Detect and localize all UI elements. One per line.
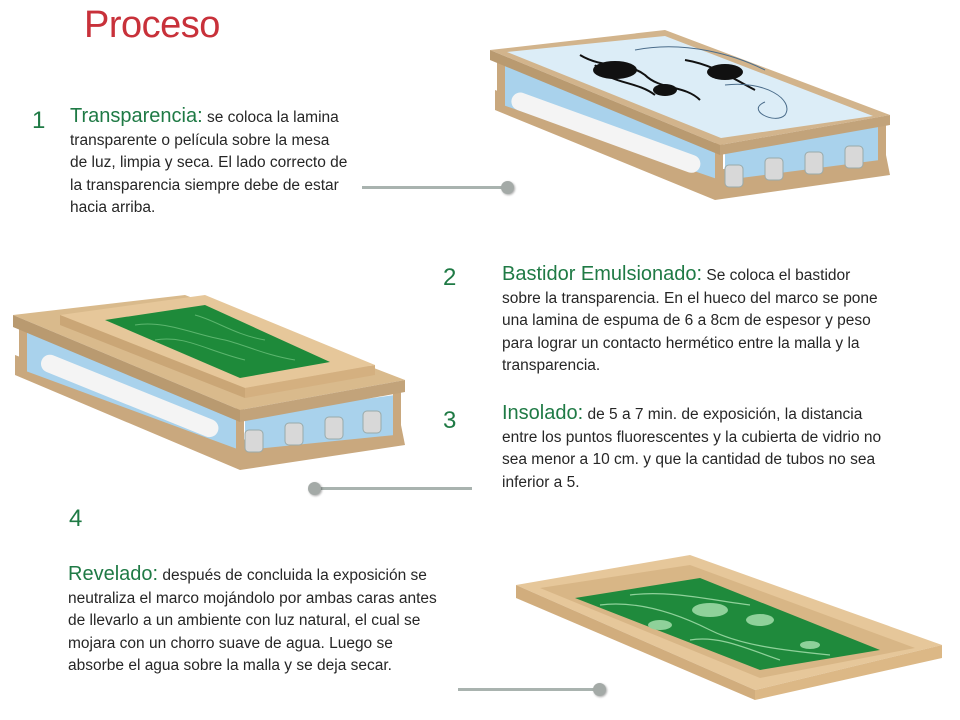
step-3-text: Insolado: de 5 a 7 min. de exposición, l… [502, 402, 892, 494]
step-1-connector-dot [501, 181, 514, 194]
revealed-screen-frame-illustration [516, 555, 942, 700]
light-table-transparency-illustration [490, 30, 890, 200]
step-2-heading: Bastidor Emulsionado: [502, 263, 703, 285]
step-3-body: de 5 a 7 min. de exposición, la distanci… [502, 406, 882, 491]
step-1-heading: Transparencia: [70, 105, 203, 127]
step-3-connector-dot [308, 482, 321, 495]
step-3-connector-line [315, 487, 472, 490]
step-3-heading: Insolado: [502, 402, 584, 424]
step-2-text: Bastidor Emulsionado: Se coloca el basti… [502, 263, 892, 378]
step-1-body: se coloca la lamina transparente o pelíc… [70, 109, 348, 216]
page-title: Proceso [84, 4, 220, 46]
step-4-connector-dot [593, 683, 606, 696]
step-3-number: 3 [443, 407, 457, 434]
step-4-number: 4 [69, 505, 83, 532]
step-4-connector-line [458, 688, 600, 691]
step-1-number: 1 [32, 107, 46, 134]
step-4-heading: Revelado: [68, 563, 159, 585]
step-2-body: Se coloca el bastidor sobre la transpare… [502, 267, 878, 374]
light-table-emulsified-frame-illustration [13, 295, 405, 470]
step-2-number: 2 [443, 264, 457, 291]
step-4-body: después de concluida la exposición se ne… [68, 567, 437, 674]
step-1-connector-line [362, 186, 508, 189]
step-1-text: Transparencia: se coloca la lamina trans… [70, 105, 350, 220]
step-4-text: Revelado: después de concluida la exposi… [68, 563, 453, 678]
